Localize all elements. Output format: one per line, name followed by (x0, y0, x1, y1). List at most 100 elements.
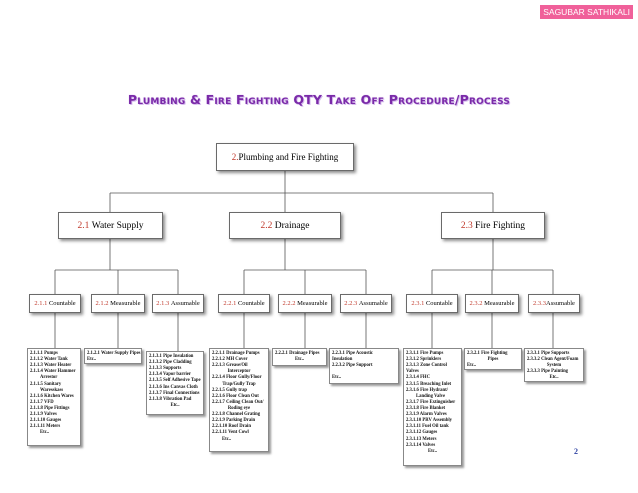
leaf-item: 2.1.1.1 Pumps (30, 351, 58, 356)
leaf-item: 2.1.1.8 Pipe Fittings (30, 405, 70, 411)
node-2-1-3: 2.1.3 Assumable (152, 294, 204, 313)
leaf-item: 2.3.1.10 PRV Assembly (406, 418, 452, 424)
leaf-item: 2.1.3.6 Ins Canvas Cloth (149, 384, 198, 390)
leaf-item: 2.3.1.8 Fire Blanket (406, 405, 446, 411)
root-label: Plumbing and Fire Fighting (238, 152, 339, 162)
leaf-item: Roding eye (227, 405, 251, 411)
node-label: Measurable (110, 300, 141, 307)
leaf-item: 2.3.1.11 Fuel Oil tank (406, 424, 449, 430)
leaf-item: 2.1.1.9 Valves (30, 412, 57, 418)
leaf-item: 2.3.1.3 Zone Control (406, 363, 447, 369)
leaf-item: 2.1.1.7 VFD (30, 399, 54, 405)
node-label: Countable (48, 300, 76, 307)
leaf-item: 2.2.1.7 Ceiling Clean Out/ (212, 399, 264, 405)
leaf-item: 2.2.1.11 Vent Cowl (212, 430, 249, 436)
node-2-1-2: 2.1.2 Measurable (91, 294, 145, 313)
leaf-item: Etc.. (40, 430, 50, 436)
leaf-item: Etc.. (294, 357, 305, 363)
author-badge: SAGUBAR SATHIKALI (540, 5, 633, 19)
leaf-item: 2.1.1.2 Water Tank (30, 357, 68, 363)
leaf-item: 2.3.1.9 Alarm Valves (406, 412, 447, 418)
leaf-item: 2.1.2.1 Water Supply Pipes (87, 351, 141, 356)
leaf-item: 2.1.1.6 Kitchen Wares (30, 393, 74, 399)
leaf-item: Landing Valve (416, 393, 446, 399)
leaf-item: 2.1.1.5 Sanitary (30, 381, 62, 387)
node-number: 2.1.1 (34, 300, 48, 307)
node-number: 2.3.1 (411, 300, 425, 307)
leaf-item: 2.3.1.2 Sprinklers (406, 357, 442, 363)
leaf-item: Interceptor (227, 369, 251, 375)
leaf-item: 2.2.1.6 Floor Clean Out (212, 393, 259, 399)
leaf-item: Insulation (332, 357, 353, 363)
leaf-item: Waresskass (40, 387, 64, 393)
leaf-item: 2.2.1.1 Drainage Pumps (212, 351, 260, 356)
page-number: 2 (574, 447, 578, 456)
leaf-item: 2.2.1.9 Parking Drain (212, 418, 256, 424)
root-node: 2.Plumbing and Fire Fighting (216, 143, 354, 171)
node-2-1-1: 2.1.1 Countable (29, 294, 81, 313)
leaf-item: Etc.. (427, 448, 438, 454)
leaf-item: Arrestor (40, 375, 58, 381)
leaf-item: 2.3.1.13 Meters (406, 436, 437, 442)
leaf-item: 2.2.1.5 Gully trap (212, 387, 248, 393)
node-2-2-1: 2.2.1 Countable (218, 294, 270, 313)
node-2-2-2: 2.2.2 Measurable (278, 294, 332, 313)
node-label: Assumable (546, 300, 575, 307)
leaf-item: 2.2.1.10 Roof Drain (212, 424, 251, 430)
node-number: 2.3.2 (469, 300, 483, 307)
leaf-item: 2.2.1.3 Grease/Oil (212, 363, 248, 369)
node-label: Assumable (358, 300, 388, 307)
node-2-3-2: 2.3.2 Measurable (465, 294, 519, 313)
leaf-item: 2.3.1.7 Fire Extinguisher (406, 399, 456, 405)
leaf-item: 2.1.3.2 Pipe Cladding (149, 360, 192, 366)
leaf-item: 2.1.3.1 Pipe Insulation (149, 354, 194, 359)
leaf-item: Etc.. (332, 375, 342, 381)
leaf-item: Etc.. (222, 436, 232, 442)
leaf-item: 2.1.3.8 Vibration Pad (149, 396, 192, 402)
leaf-item: System (546, 363, 562, 369)
diagram-title: Plumbing & Fire Fighting QTY Take Off Pr… (127, 92, 511, 107)
leaf-item: Valves (406, 369, 419, 375)
node-label: Drainage (274, 220, 310, 231)
node-label: Measurable (484, 300, 515, 307)
node-number: 2.1 (77, 220, 90, 231)
leaf-item: 2.1.1.4 Water Hammer (30, 369, 76, 375)
leaf-item: 2.2.3.2 Pipe Support (332, 363, 373, 369)
leaf-item: 2.3.3.3 Pipe Painting (527, 369, 569, 375)
leaf-item: 2.3.1.5 Breaching Inlet (406, 381, 452, 387)
root-number: 2. (231, 152, 239, 162)
node-number: 2.2.1 (223, 300, 237, 307)
leaf-item: 2.3.3.1 Pipe Supports (527, 351, 570, 356)
leaf-item: 2.2.1.2 MH Cover (212, 357, 248, 363)
node-number: 2.1.3 (156, 300, 170, 307)
leaf-item: Etc.. (549, 375, 559, 381)
node-label: Water Supply (91, 220, 144, 231)
leaf-item: 2.1.1.11 Meters (30, 424, 61, 430)
leaf-item: 2.1.3.3 Supports (149, 366, 182, 372)
leaf-item: 2.3.1.12 Gauges (406, 430, 438, 436)
node-number: 2.2 (260, 220, 273, 231)
leaf-item: 2.2.1.4 Floor Gully/Floor (212, 375, 262, 381)
node-label: Countable (425, 300, 453, 307)
leaf-item: Pipes (487, 357, 499, 363)
node-drainage: 2.2 Drainage (229, 212, 341, 239)
node-water-supply: 2.1 Water Supply (58, 212, 163, 239)
leaf-item: Trap/Gully Trap (222, 381, 256, 387)
node-2-2-3: 2.2.3 Assumable (340, 294, 392, 313)
leaf-item: 2.1.3.4 Vapor barrier (149, 372, 191, 378)
leaf-item: 2.2.2.1 Drainage Pipes (275, 351, 320, 356)
leaf-item: Etc.. (87, 357, 97, 363)
leaf-item: 2.3.1.1 Fire Pumps (406, 351, 444, 356)
node-number: 2.3 (460, 220, 473, 231)
leaf-item: 2.2.3.1 Pipe Acoustic (332, 351, 374, 356)
leaf-item: 2.1.1.10 Gauges (30, 418, 62, 424)
node-number: 2.3.3 (533, 300, 547, 307)
